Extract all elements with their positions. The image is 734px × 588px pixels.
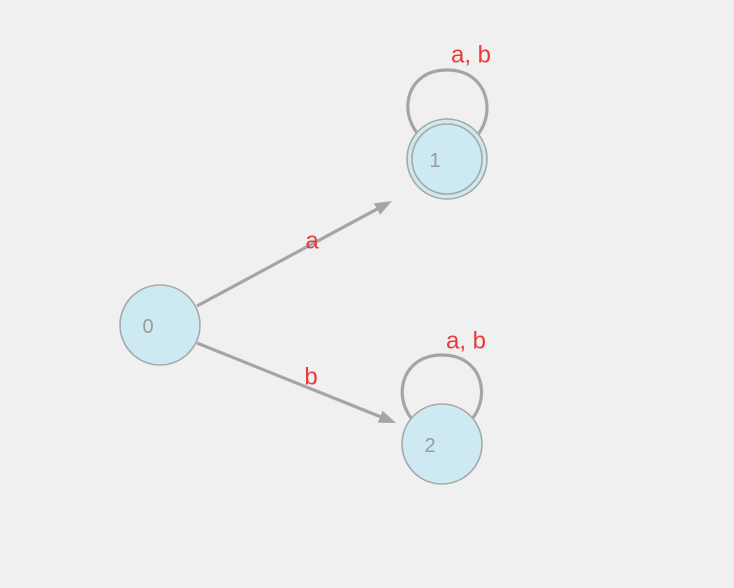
transition-q0-q2: b: [196, 341, 396, 423]
transition-label: a: [305, 228, 319, 255]
state-label: 2: [424, 435, 435, 457]
state-circle: [406, 118, 488, 200]
transition-label: b: [304, 364, 317, 391]
state-circle: [119, 284, 201, 366]
transition-q0-q1: a: [196, 201, 392, 308]
state-label: 1: [429, 150, 440, 172]
self-loop-line: [400, 353, 484, 430]
state-node-2: 2: [401, 403, 483, 485]
arrowhead-icon: [373, 201, 392, 215]
transition-line: [196, 341, 386, 421]
self-loop-line: [406, 68, 489, 145]
state-node-0: 0: [119, 284, 201, 366]
accepting-ring: [411, 123, 483, 195]
state-label: 0: [142, 316, 153, 338]
state-circle: [401, 403, 483, 485]
self-loop-label: a, b: [451, 42, 491, 69]
arrowhead-icon: [377, 410, 396, 423]
self-loop-label: a, b: [446, 328, 486, 355]
transition-line: [196, 205, 383, 308]
state-node-1: 1: [406, 118, 488, 200]
